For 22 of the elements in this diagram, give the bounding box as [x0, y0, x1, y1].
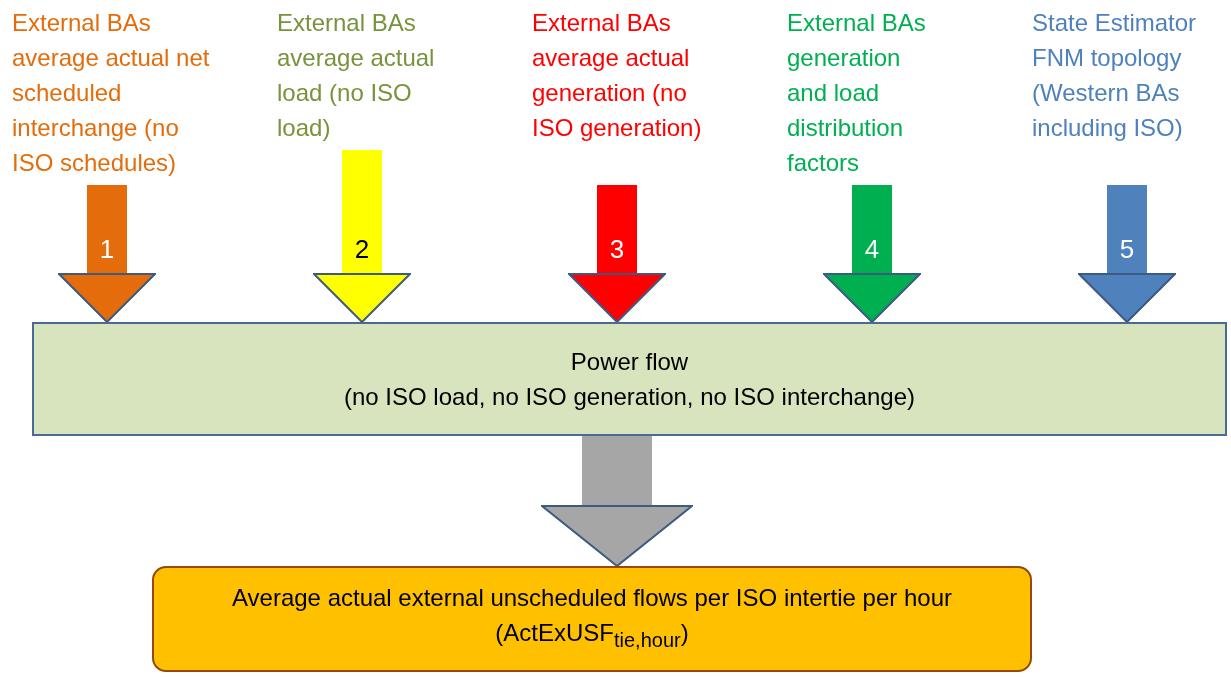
- block-arrow: [823, 185, 921, 323]
- step-number: 4: [863, 234, 881, 265]
- block-arrow: [1078, 185, 1176, 323]
- input-text: External BAs average actual generation (no ISO generation): [532, 5, 732, 145]
- input-text: External BAs average actual net scheduled interchange (no ISO schedules): [12, 5, 224, 180]
- box-title: Power flow: [570, 347, 689, 377]
- box-title: Average actual external unscheduled flows per ISO intertie per hour: [232, 583, 952, 614]
- step-number: 2: [353, 234, 371, 265]
- box-subtitle: (ActExUSF$_{tie,hour}$): [495, 618, 689, 653]
- block-arrow: [568, 185, 666, 323]
- input-text: External BAs generation and load distribution factors: [787, 5, 947, 180]
- step-number: 1: [98, 234, 116, 265]
- step-number: 5: [1118, 234, 1136, 265]
- block-arrow: [313, 150, 411, 323]
- process-box: [152, 566, 1032, 672]
- block-arrow: [541, 436, 693, 567]
- input-text: External BAs average actual load (no ISO load): [277, 5, 457, 145]
- step-number: 3: [608, 234, 626, 265]
- process-box: [32, 322, 1227, 436]
- input-text: State Estimator FNM topology (Western BAs including ISO): [1032, 5, 1218, 145]
- box-subtitle: (no ISO load, no ISO generation, no ISO interchange): [344, 382, 915, 412]
- block-arrow: [58, 185, 156, 323]
